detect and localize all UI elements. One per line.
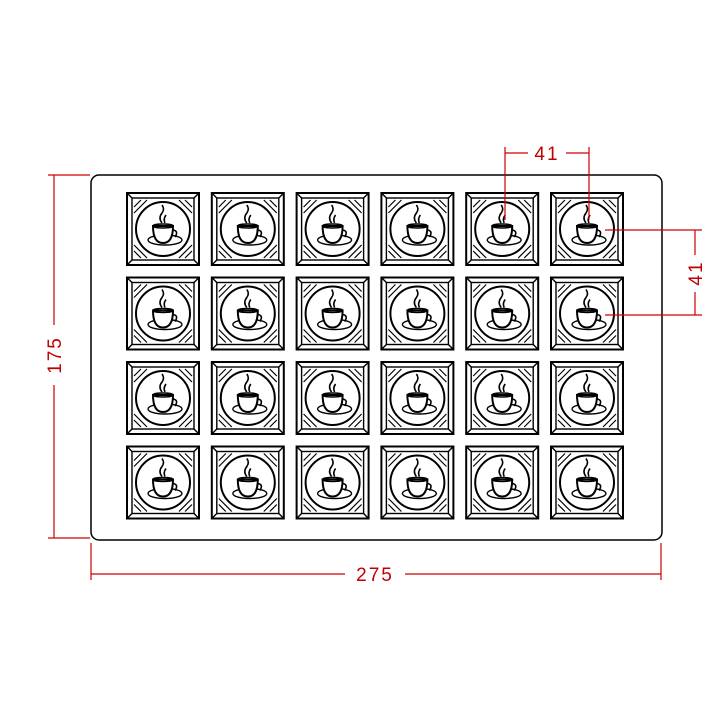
coffee-cup-tile bbox=[550, 445, 624, 520]
coffee-cup-tile bbox=[550, 276, 624, 351]
coffee-cup-tile bbox=[380, 276, 455, 351]
coffee-cup-tile bbox=[380, 445, 455, 520]
mold-plate-outline bbox=[90, 174, 663, 541]
coffee-cup-tile bbox=[210, 361, 285, 435]
coffee-cup-tile bbox=[550, 361, 624, 435]
coffee-cup-tile bbox=[126, 445, 200, 520]
dimension-label-pitch-horizontal: 41 bbox=[534, 144, 559, 165]
coffee-cup-tile bbox=[465, 445, 540, 520]
coffee-cup-tile bbox=[126, 276, 200, 351]
coffee-cup-tile bbox=[380, 361, 455, 435]
coffee-cup-tile bbox=[550, 192, 624, 266]
coffee-cup-tile bbox=[126, 361, 200, 435]
coffee-cup-tile bbox=[465, 276, 540, 351]
coffee-cup-tile bbox=[295, 192, 370, 266]
coffee-cup-tile bbox=[295, 276, 370, 351]
coffee-cup-tile bbox=[465, 361, 540, 435]
coffee-cup-tile bbox=[126, 192, 200, 266]
coffee-cup-tile bbox=[210, 192, 285, 266]
dimension-label-pitch-vertical: 41 bbox=[686, 260, 707, 285]
dimension-label-height: 175 bbox=[45, 336, 66, 374]
dimension-lines bbox=[48, 147, 702, 580]
coffee-cup-tile bbox=[295, 445, 370, 520]
coffee-cup-tile bbox=[465, 192, 540, 266]
coffee-cup-tile bbox=[380, 192, 455, 266]
coffee-cup-tile bbox=[295, 361, 370, 435]
coffee-cup-tile bbox=[210, 445, 285, 520]
coffee-cup-tile bbox=[210, 276, 285, 351]
dimension-label-width: 275 bbox=[356, 565, 394, 586]
tile-grid bbox=[126, 192, 624, 520]
